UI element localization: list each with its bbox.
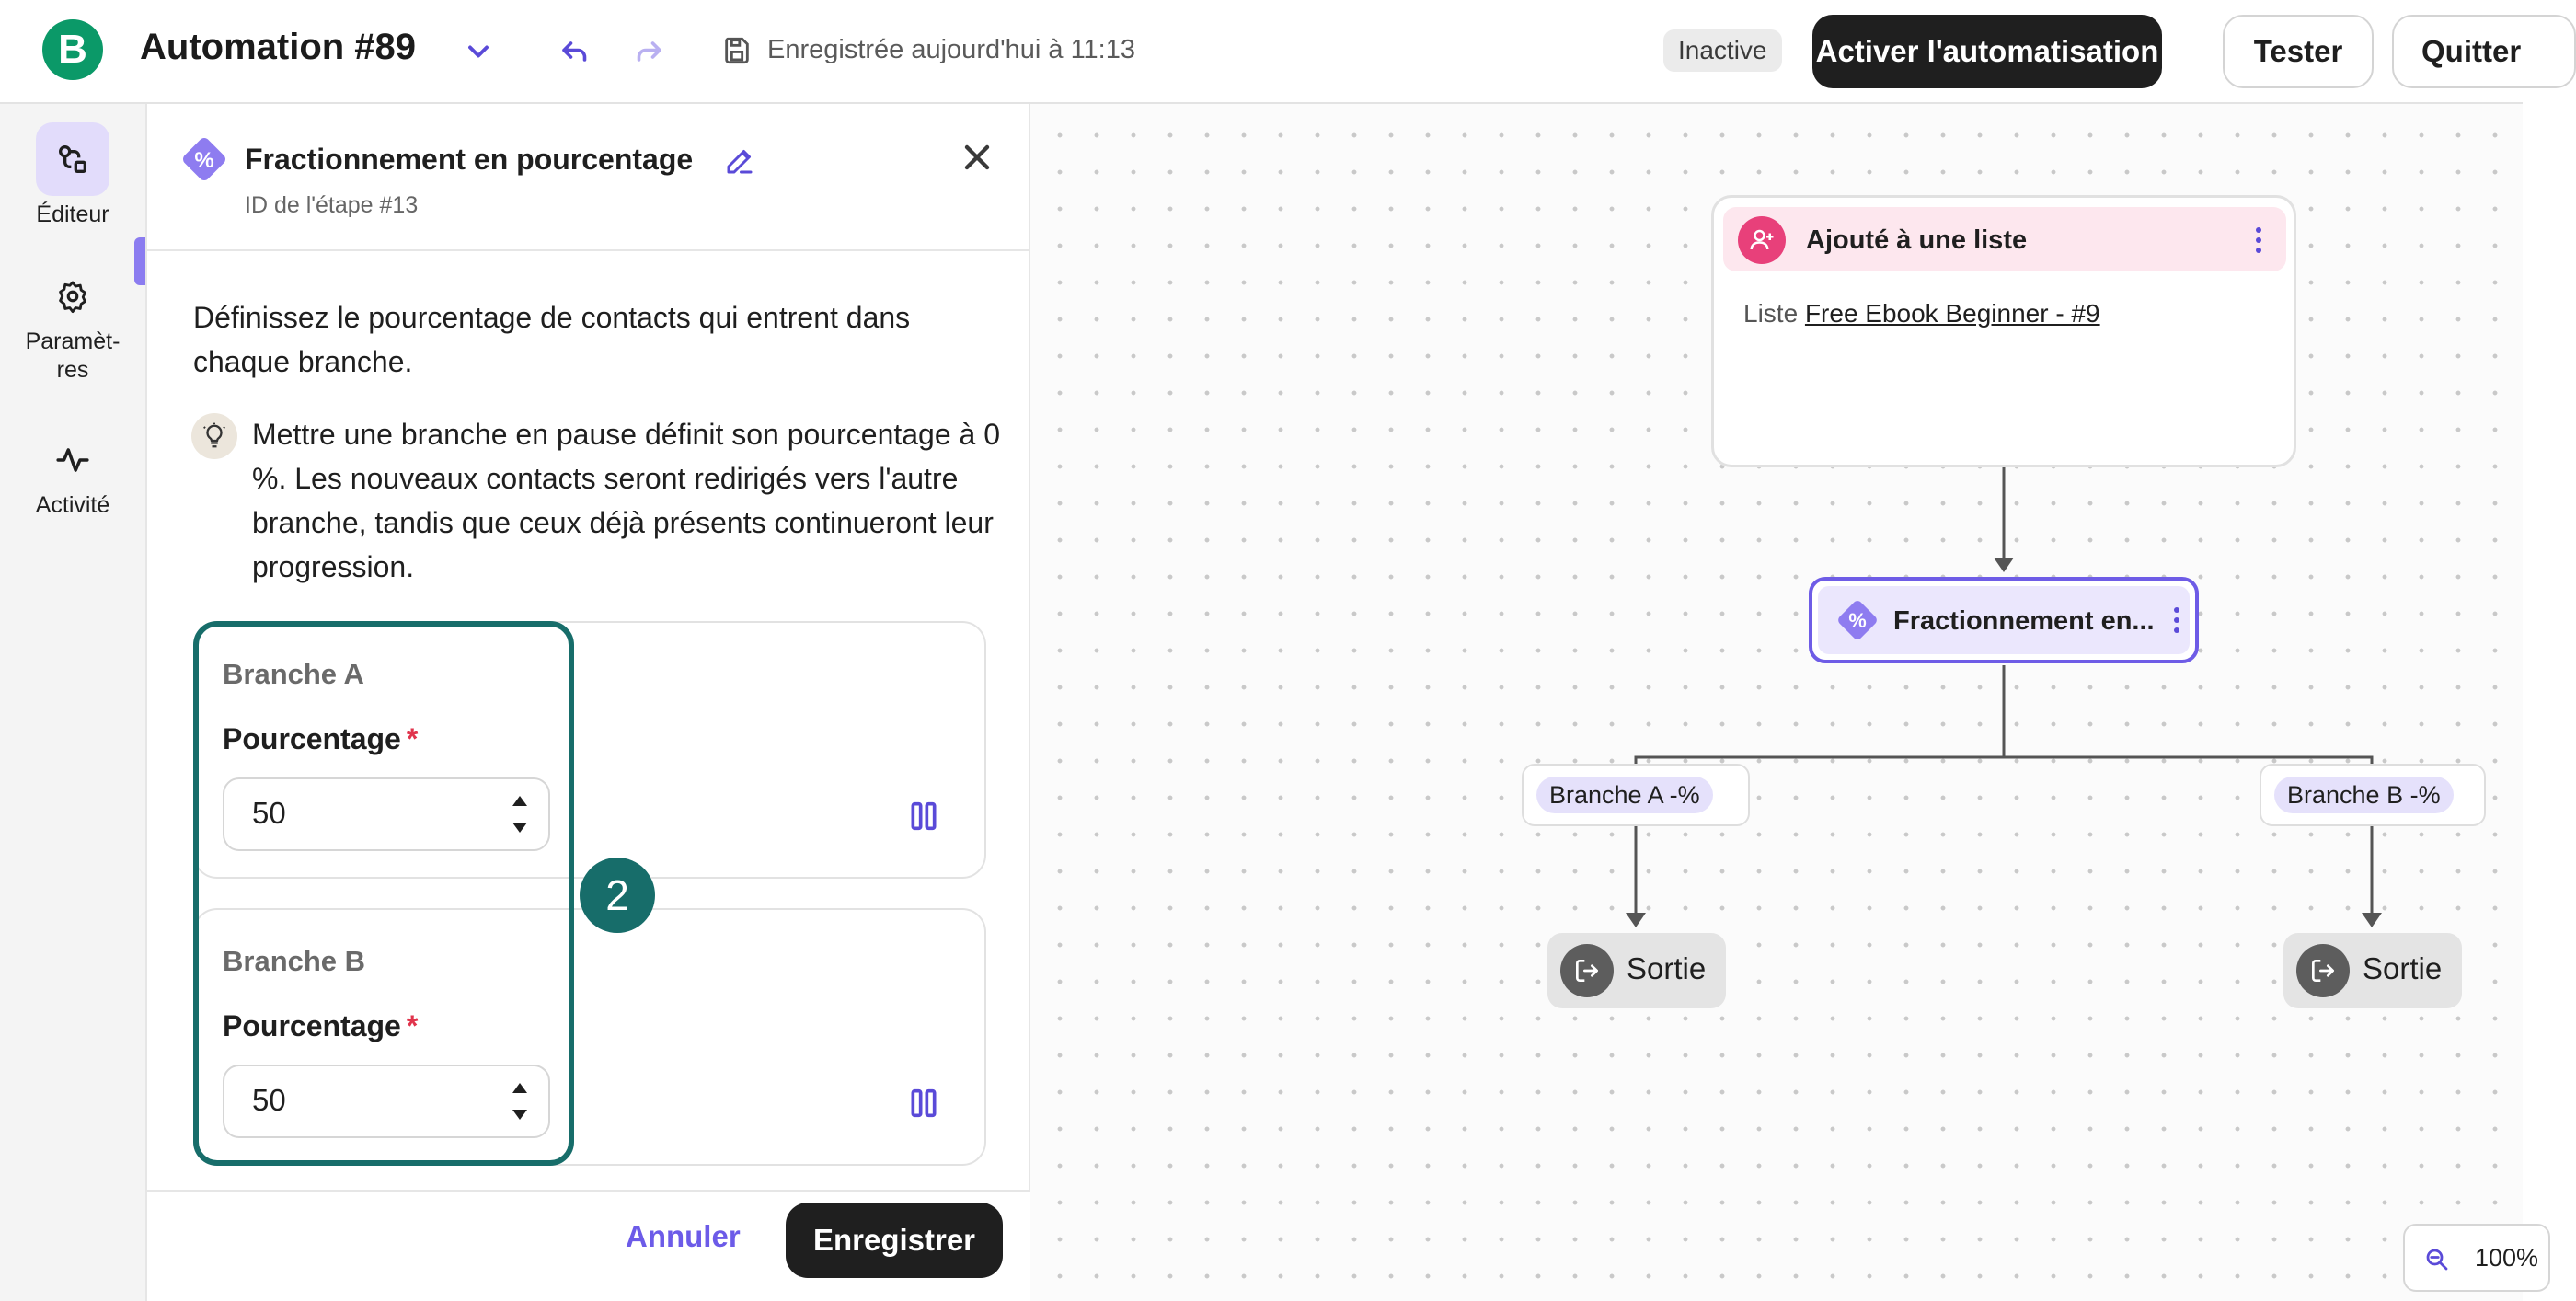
panel-header: % Fractionnement en pourcentage ID de l'… [147,104,1030,251]
pause-tip: Mettre une branche en pause définit son … [252,418,1001,583]
trigger-node[interactable]: Ajouté à une liste Liste Free Ebook Begi… [1711,195,2296,467]
save-icon [721,35,753,66]
step-settings-panel: % Fractionnement en pourcentage ID de l'… [145,104,1030,1301]
exit-node-b[interactable]: Sortie [2283,933,2462,1008]
percentage-value: 50 [252,796,286,830]
workflow-connectors [1626,467,2382,927]
exit-label: Sortie [2363,951,2443,985]
list-prefix: Liste [1743,299,1799,328]
split-node-title: Fractionnement en... [1893,606,2155,636]
step-id: ID de l'étape #13 [245,192,419,218]
more-options-icon[interactable] [2171,605,2182,635]
pause-icon[interactable] [905,1085,942,1122]
percentage-value: 50 [252,1083,286,1117]
required-mark: * [406,722,419,755]
cancel-button[interactable]: Annuler [626,1219,741,1253]
panel-description: Définissez le pourcentage de contacts qu… [193,301,911,378]
pencil-icon[interactable] [723,144,756,178]
exit-node-a[interactable]: Sortie [1547,933,1726,1008]
exit-label: Sortie [1627,951,1707,985]
trigger-title: Ajouté à une liste [1806,225,2028,255]
branch-tag-b[interactable]: Branche B -% [2260,764,2486,826]
pause-icon[interactable] [905,798,942,835]
trigger-node-header: Ajouté à une liste [1723,207,2286,271]
percentage-label: Pourcentage* [223,722,419,755]
number-stepper[interactable] [506,789,534,840]
activity-icon [36,435,109,485]
zoom-level: 100% [2475,1244,2539,1272]
exit-icon [2296,944,2350,997]
chevron-down-icon[interactable] [462,35,495,68]
number-stepper[interactable] [506,1076,534,1127]
percentage-input[interactable]: 50 [223,1065,550,1138]
close-icon[interactable] [957,137,997,178]
undo-icon[interactable] [558,35,592,68]
svg-text:%: % [1848,609,1866,632]
rail-item-editor[interactable]: Éditeur [0,122,145,228]
percentage-split-icon: % [1831,593,1884,647]
saved-status: Enregistrée aujourd'hui à 11:13 [767,35,1135,64]
rail-label-settings-2: res [56,357,89,383]
editor-icon [36,122,109,196]
rail-item-settings[interactable]: Paramèt- res [0,271,145,384]
branch-tag-label: Branche B -% [2274,777,2454,813]
gear-icon [36,271,109,321]
test-button[interactable]: Tester [2223,15,2374,88]
branch-card-b: Branche B Pourcentage* 50 [193,908,986,1166]
svg-text:%: % [194,148,213,173]
branch-card-a: Branche A Pourcentage* 50 [193,621,986,879]
left-rail: Éditeur Paramèt- res Activité [0,104,145,1301]
rail-label-settings-1: Paramèt- [25,328,121,354]
active-indicator [134,237,145,285]
rail-item-activity[interactable]: Activité [0,435,145,519]
top-bar: B Automation #89 Enregistrée aujourd'hui… [0,0,2576,104]
panel-title: Fractionnement en pourcentage [245,143,694,176]
zoom-control[interactable]: 100% [2403,1224,2550,1292]
trigger-body: Liste Free Ebook Beginner - #9 [1743,299,2100,328]
list-link[interactable]: Free Ebook Beginner - #9 [1804,299,2100,328]
exit-icon [1560,944,1614,997]
add-user-icon [1738,216,1786,264]
lightbulb-icon [191,413,237,459]
status-badge: Inactive [1663,29,1782,72]
percentage-split-icon: % [175,130,234,189]
zoom-out-icon[interactable] [2423,1246,2451,1273]
automation-title[interactable]: Automation #89 [140,27,417,67]
percentage-label: Pourcentage* [223,1009,419,1042]
branch-tag-a[interactable]: Branche A -% [1522,764,1750,826]
branch-name: Branche B [223,945,366,977]
split-node-inner: % Fractionnement en... [1818,586,2190,654]
tutorial-step-badge: 2 [580,858,655,933]
redo-icon[interactable] [631,35,666,68]
split-node[interactable]: % Fractionnement en... [1809,577,2199,663]
branch-name: Branche A [223,658,364,690]
panel-footer: Annuler Enregistrer [147,1190,1030,1301]
branch-tag-label: Branche A -% [1536,777,1713,813]
rail-label-activity: Activité [35,492,110,518]
quit-button[interactable]: Quitter [2392,15,2576,88]
activate-automation-button[interactable]: Activer l'automatisation [1812,15,2162,88]
save-button[interactable]: Enregistrer [786,1203,1003,1278]
required-mark: * [406,1009,419,1042]
more-options-icon[interactable] [2253,225,2264,255]
percentage-input[interactable]: 50 [223,777,550,851]
brand-logo[interactable]: B [42,19,103,80]
rail-label-editor: Éditeur [36,201,109,227]
